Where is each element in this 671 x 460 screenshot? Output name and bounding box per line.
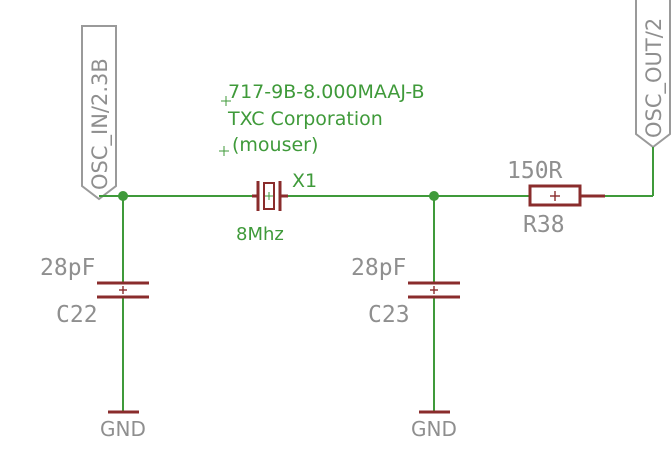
- osc-out-label: OSC_OUT/2: [642, 18, 667, 138]
- x1-value: 8Mhz: [236, 224, 284, 245]
- ground-left[interactable]: GND: [100, 410, 146, 441]
- resistor-r38[interactable]: 150R R38: [507, 158, 605, 238]
- x1-supplier: (mouser): [232, 134, 318, 156]
- x1-part-number: 717-9B-8.000MAAJ-B: [228, 81, 425, 103]
- x1-manufacturer: TXC Corporation: [227, 108, 383, 130]
- osc-out-flag-shape: [635, 0, 671, 149]
- gnd-right-label: GND: [411, 417, 457, 441]
- x1-body: [263, 182, 275, 210]
- ground-right[interactable]: GND: [411, 410, 457, 441]
- junction-left: [118, 191, 128, 201]
- c23-name: C23: [368, 302, 410, 328]
- c23-value: 28pF: [351, 255, 406, 281]
- r38-name: R38: [523, 212, 565, 238]
- c22-value: 28pF: [40, 255, 95, 281]
- osc-in-label: OSC_IN/2.3B: [88, 58, 113, 190]
- osc-out-net-label[interactable]: OSC_OUT/2: [635, 0, 671, 149]
- r38-value: 150R: [507, 158, 563, 184]
- junction-right: [429, 191, 439, 201]
- capacitor-c22[interactable]: 28pF C22: [40, 255, 149, 328]
- gnd-left-label: GND: [100, 417, 146, 441]
- wires: [99, 147, 654, 412]
- capacitor-c23[interactable]: 28pF C23: [351, 255, 460, 328]
- osc-in-flag-shape: [81, 25, 117, 201]
- x1-name: X1: [292, 170, 317, 192]
- c22-name: C22: [56, 302, 98, 328]
- crystal-x1[interactable]: X1 8Mhz 717-9B-8.000MAAJ-B TXC Corporati…: [219, 81, 425, 245]
- osc-in-net-label[interactable]: OSC_IN/2.3B: [81, 25, 117, 201]
